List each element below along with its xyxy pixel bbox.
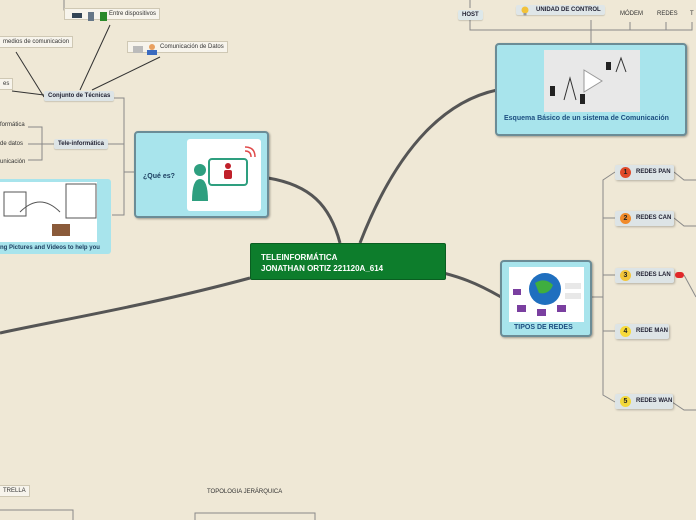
tipos-redes-title: TIPOS DE REDES [514,324,573,331]
computers-sketch-icon [3,183,97,236]
esquema-card[interactable]: Esquema Básico de un sistema de Comunica… [495,43,687,136]
central-subtitle: JONATHAN ORTIZ 221120A_614 [261,264,384,273]
sketch-image [0,182,97,242]
esquema-title: Esquema Básico de un sistema de Comunica… [504,115,669,122]
number-3-icon: 3 [620,270,631,281]
globe-network-icon [513,273,581,316]
red-man-label: REDE MAN [636,328,669,334]
conjunto-tecnicas-node[interactable]: Conjunto de Técnicas [44,91,115,101]
redes-node[interactable]: REDES [657,11,678,17]
red-pan-node[interactable]: 1 REDES PAN [615,165,674,180]
collapse-toggle-icon[interactable] [675,272,684,278]
es-node[interactable]: es [0,78,14,90]
red-lan-label: REDES LAN [636,272,671,278]
esquema-video-thumbnail[interactable] [544,50,640,112]
tele-item-formatica[interactable]: formática [0,122,25,128]
comunicacion-datos-node[interactable]: Comunicación de Datos [127,41,228,55]
tipos-redes-image [509,267,584,322]
que-es-image [187,139,261,211]
lightbulb-icon [520,6,530,16]
entre-dispositivos-node[interactable]: Entre dispositivos [64,8,161,21]
que-es-card[interactable]: ¿Qué es? [134,131,269,218]
t-node[interactable]: T [690,11,694,17]
tele-item-datos[interactable]: de datos [0,141,24,147]
pictures-caption: ng Pictures and Videos to help you [0,245,100,251]
devices-icon [68,10,108,24]
estrella-node[interactable]: TRELLA [0,485,30,497]
modem-node[interactable]: MÓDEM [620,11,643,17]
comunicacion-datos-label: Comunicación de Datos [160,44,224,50]
tele-item-comunicacion[interactable]: unicación [0,159,26,165]
host-node[interactable]: HOST [458,10,483,20]
que-es-title: ¿Qué es? [143,173,175,180]
unidad-control-label: UNIDAD DE CONTROL [536,7,601,13]
red-can-label: REDES CAN [636,215,672,221]
red-pan-label: REDES PAN [636,169,671,175]
red-lan-node[interactable]: 3 REDES LAN [615,268,674,283]
unidad-control-node[interactable]: UNIDAD DE CONTROL [516,5,605,16]
pictures-card[interactable]: ng Pictures and Videos to help you [0,179,111,254]
user-computer-icon [131,43,159,57]
antenna-play-icon [544,50,640,112]
red-wan-label: REDES WAN [636,398,673,404]
number-5-icon: 5 [620,396,631,407]
number-4-icon: 4 [620,326,631,337]
entre-dispositivos-label: Entre dispositivos [109,11,157,17]
topologia-jerarquica-node[interactable]: TOPOLOGIA JERÁRQUICA [207,489,283,495]
medios-comunicacion-node[interactable]: medios de comunicacion [0,36,74,48]
tele-informatica-node[interactable]: Tele-informática [54,139,108,149]
number-1-icon: 1 [620,167,631,178]
person-screen-icon [192,146,256,201]
central-topic[interactable]: TELEINFORMÁTICA JONATHAN ORTIZ 221120A_6… [250,243,446,280]
number-2-icon: 2 [620,213,631,224]
central-title: TELEINFORMÁTICA [261,253,338,262]
red-man-node[interactable]: 4 REDE MAN [615,324,669,339]
red-wan-node[interactable]: 5 REDES WAN [615,394,673,409]
red-can-node[interactable]: 2 REDES CAN [615,211,674,226]
tipos-redes-card[interactable]: TIPOS DE REDES [500,260,592,337]
